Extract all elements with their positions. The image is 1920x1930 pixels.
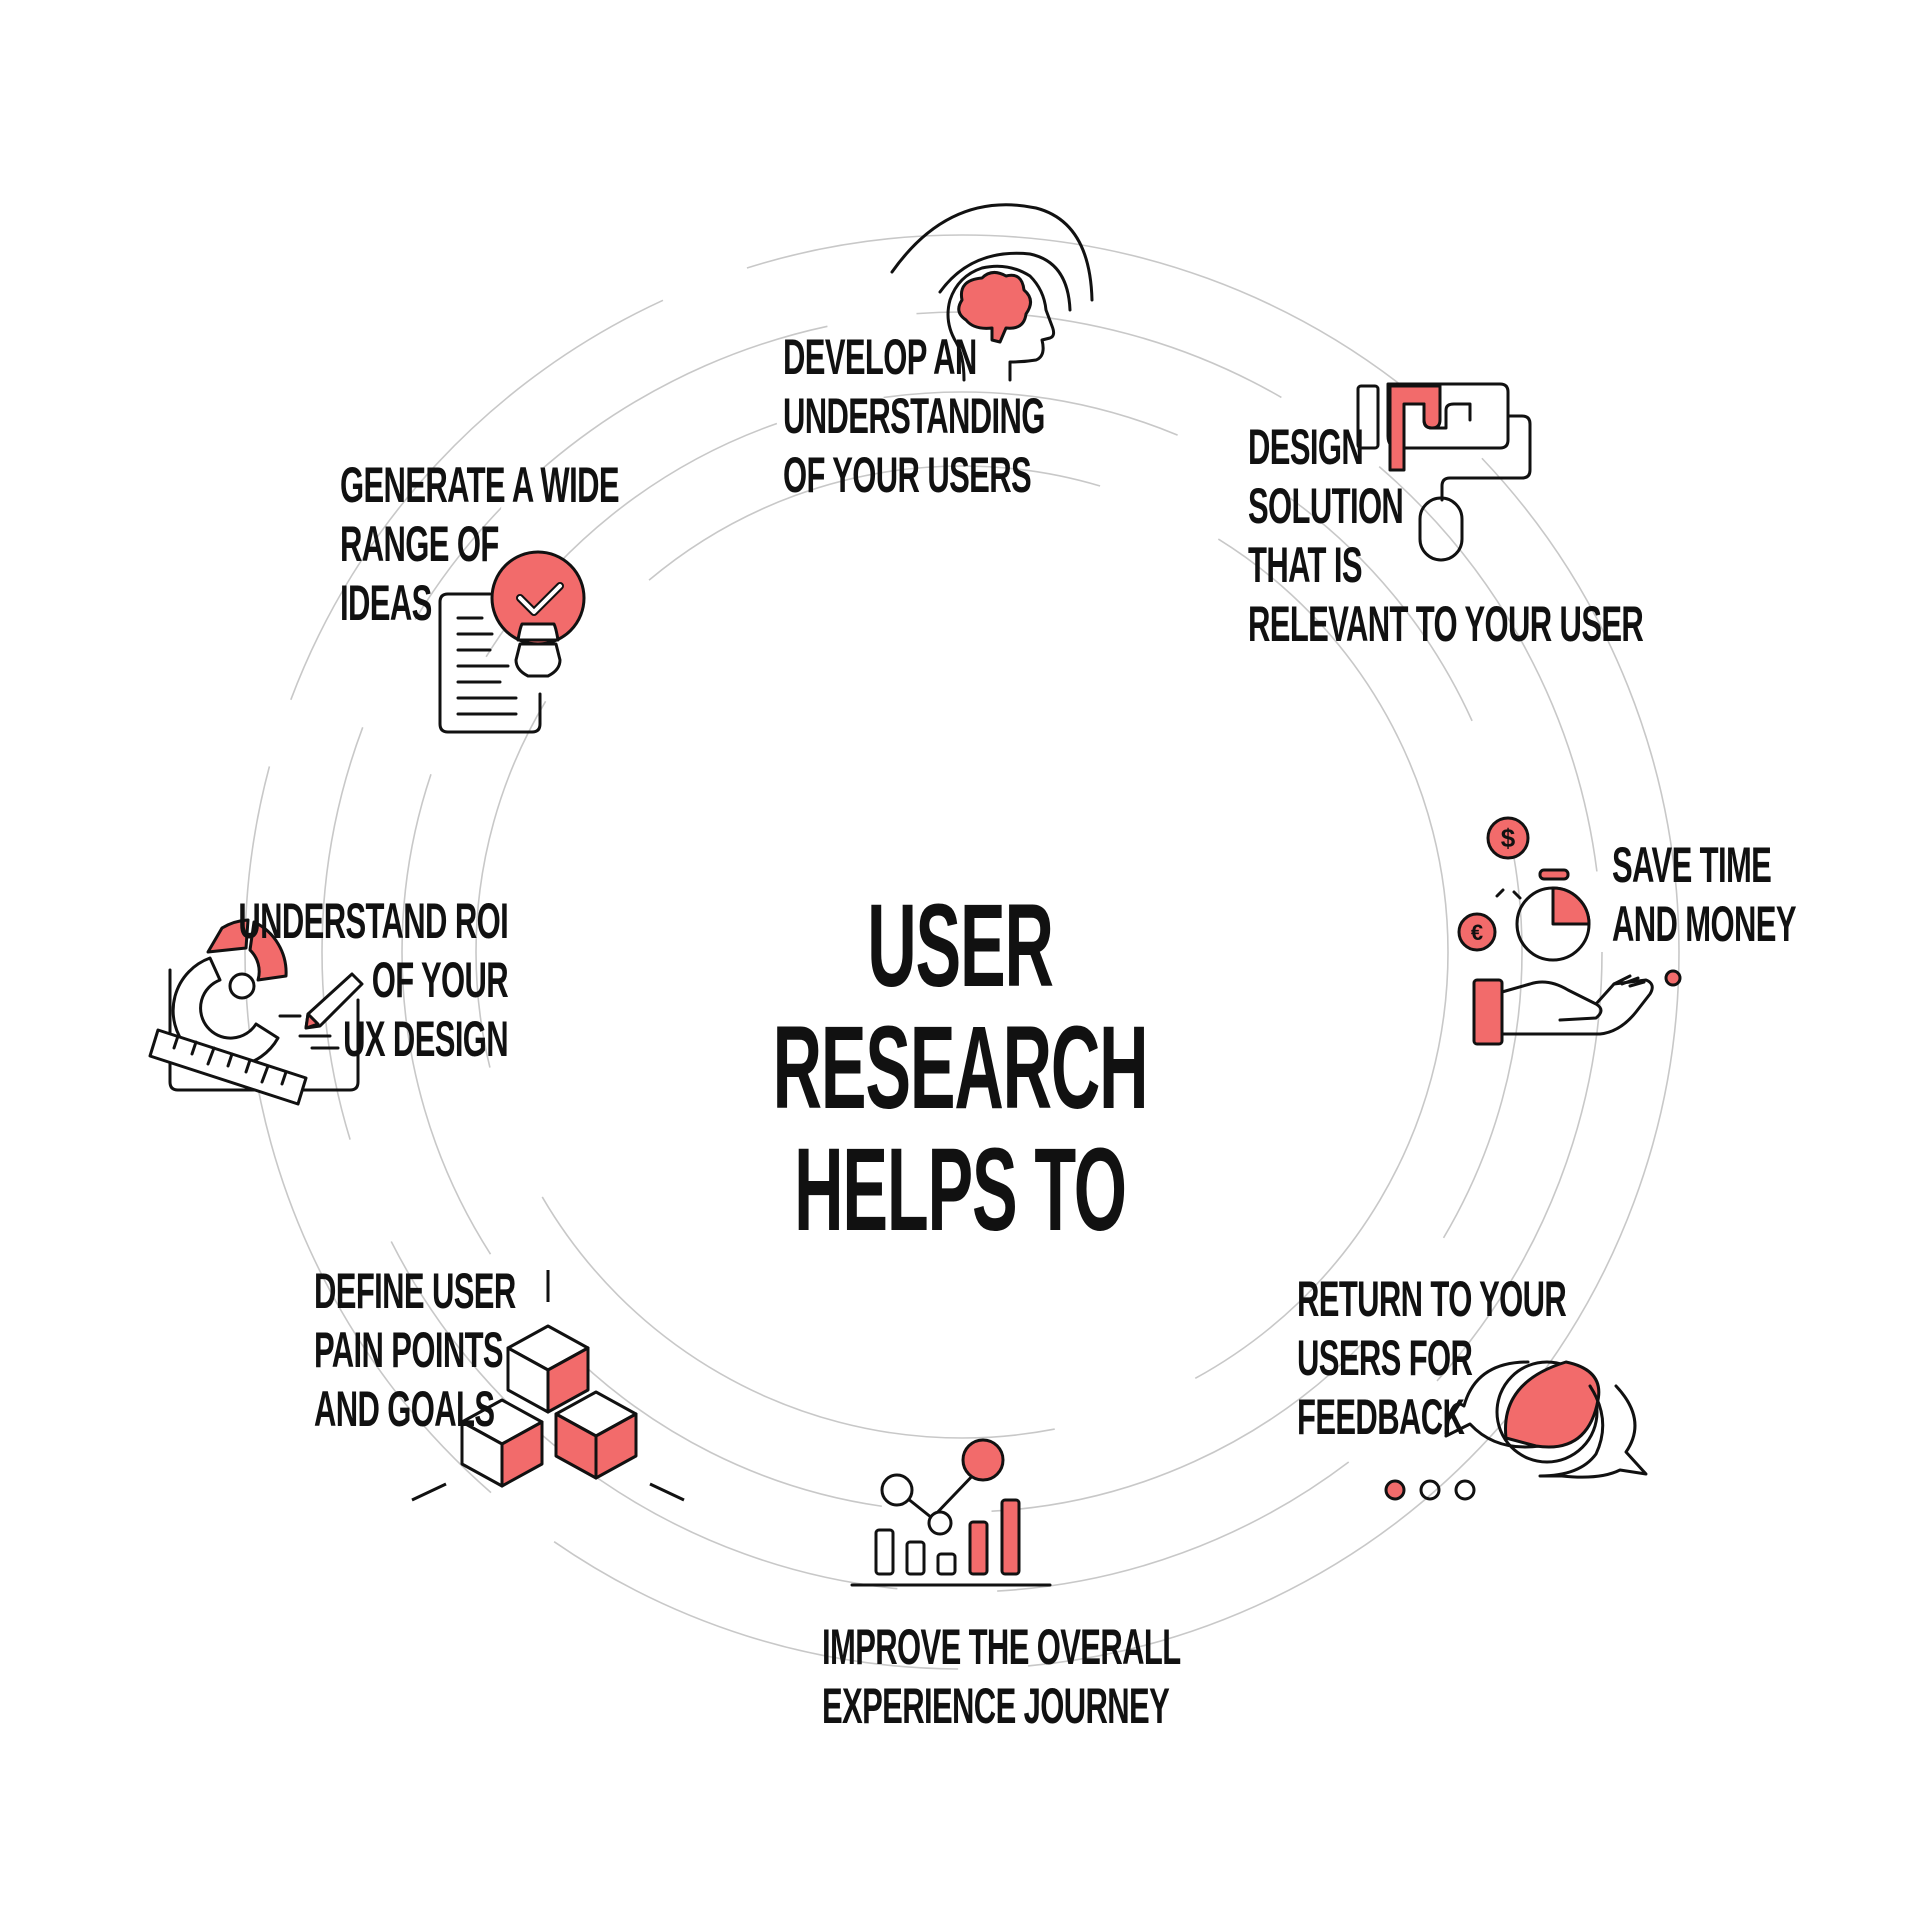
head-brain-icon <box>890 203 1094 382</box>
ring-middle-inner <box>401 391 1523 1513</box>
title-line-1: USER RESEARCH <box>772 880 1149 1134</box>
label-improve-journey: IMPROVE THE OVERALL EXPERIENCE JOURNEY <box>822 1619 1181 1734</box>
ring-inner <box>475 465 1449 1439</box>
label-generate-ideas: GENERATE A WIDE RANGE OF IDEAS <box>340 457 620 631</box>
label-define-pain-points: DEFINE USER PAIN POINTS AND GOALS <box>314 1263 516 1437</box>
bar-chart-icon <box>850 1438 1052 1587</box>
hand-money-stopwatch-icon <box>1457 816 1682 1046</box>
pie-chart-ruler-icon <box>148 918 364 1106</box>
ring-outer <box>244 234 1680 1670</box>
label-develop-understanding: DEVELOP AN UNDERSTANDING OF YOUR USERS <box>783 329 1045 503</box>
lightbulb-check-icon <box>438 467 590 734</box>
title-line-2: HELPS TO <box>794 1124 1127 1256</box>
label-return-feedback: RETURN TO YOUR USERS FOR FEEDBACK <box>1297 1271 1567 1445</box>
paint-roller-icon <box>1356 382 1532 562</box>
label-design-solution: DESIGN SOLUTION THAT IS RELEVANT TO YOUR… <box>1248 419 1644 652</box>
label-understand-roi: UNDERSTAND ROI OF YOUR UX DESIGN <box>238 893 508 1067</box>
speech-bubbles-icon <box>1384 1360 1648 1501</box>
diagram-title: USER RESEARCH HELPS TO <box>728 885 1192 1251</box>
label-save-time-money: SAVE TIME AND MONEY <box>1612 837 1796 952</box>
cubes-icon <box>411 1270 685 1502</box>
